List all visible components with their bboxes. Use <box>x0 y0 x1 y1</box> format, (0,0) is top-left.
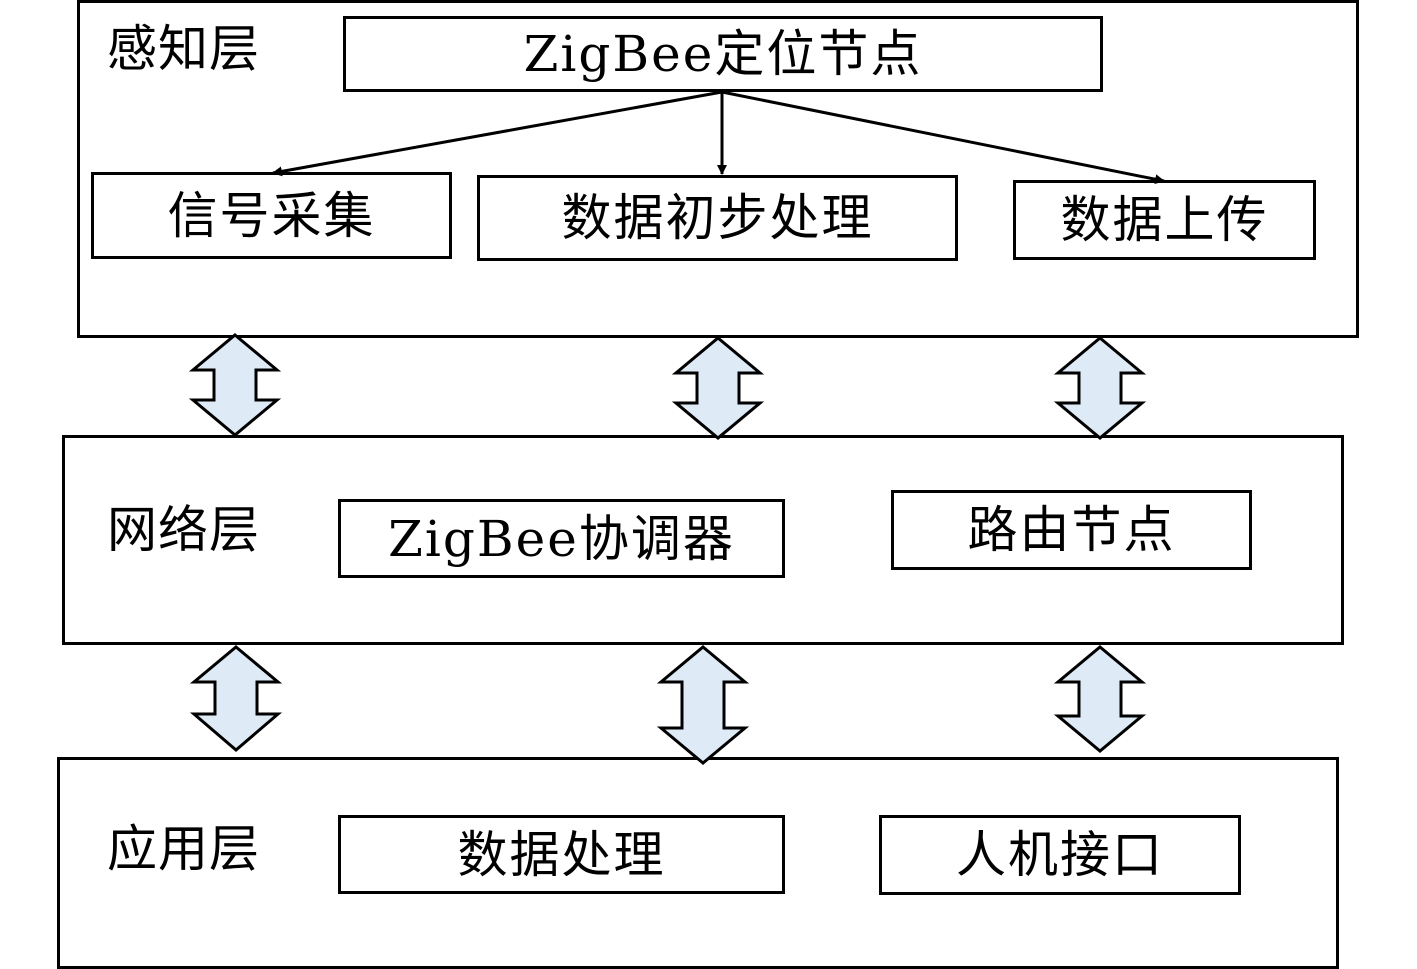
network-layer-label: 网络层 <box>107 501 260 559</box>
data-processing-box: 数据处理 <box>338 815 785 894</box>
human-machine-interface-box: 人机接口 <box>879 815 1241 895</box>
data-upload-box: 数据上传 <box>1013 180 1316 260</box>
zigbee-coordinator-box: ZigBee协调器 <box>338 499 785 578</box>
double-arrow-right-lower <box>1053 645 1147 753</box>
router-node-box: 路由节点 <box>891 490 1252 570</box>
preliminary-processing-box: 数据初步处理 <box>477 175 958 261</box>
perception-layer-label: 感知层 <box>107 20 260 78</box>
double-arrow-center-upper <box>671 336 765 440</box>
double-arrow-center-lower <box>656 645 750 765</box>
double-arrow-left-lower <box>189 645 283 752</box>
double-arrow-left-upper <box>188 333 282 437</box>
signal-acquisition-box: 信号采集 <box>91 172 452 259</box>
double-arrow-right-upper <box>1053 336 1147 440</box>
application-layer-label: 应用层 <box>107 820 260 878</box>
zigbee-positioning-node: ZigBee定位节点 <box>343 16 1103 92</box>
